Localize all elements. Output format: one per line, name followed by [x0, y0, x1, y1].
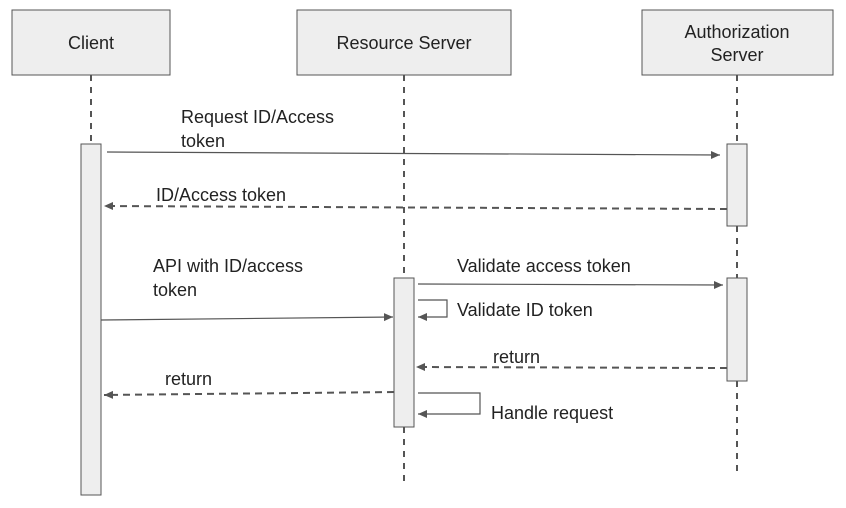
resource-activation [393, 277, 415, 428]
request-token-label-line1: Request ID/Access [181, 107, 334, 127]
auth-activation-2 [726, 277, 748, 382]
api-with-token-label-line1: API with ID/access [153, 256, 303, 276]
authorization-server-label-line1: Authorization [684, 22, 789, 42]
resource-server-box [296, 9, 512, 76]
resource-server-label: Resource Server [336, 33, 471, 53]
authorization-server-label-line2: Server [710, 45, 763, 65]
return-client-arrow [103, 390, 395, 399]
client-activation [80, 143, 102, 496]
api-with-token-arrow [100, 313, 394, 322]
client-box [11, 9, 171, 76]
authorization-server-box [641, 9, 834, 76]
return-auth-label: return [493, 347, 540, 367]
auth-activation-1 [726, 143, 748, 227]
request-token-label-line2: token [181, 131, 225, 151]
return-auth-arrow [415, 363, 728, 372]
validate-id-token-arrow [418, 299, 448, 321]
handle-request-arrow [418, 392, 481, 418]
client-label: Client [68, 33, 114, 53]
id-access-token-arrow [103, 202, 728, 211]
request-token-arrow [106, 150, 721, 159]
validate-id-token-label: Validate ID token [457, 300, 593, 320]
handle-request-label: Handle request [491, 403, 613, 423]
api-with-token-label-line2: token [153, 280, 197, 300]
return-client-label: return [165, 369, 212, 389]
validate-access-token-arrow [417, 280, 724, 289]
id-access-token-label: ID/Access token [156, 185, 286, 205]
validate-access-token-label: Validate access token [457, 256, 631, 276]
